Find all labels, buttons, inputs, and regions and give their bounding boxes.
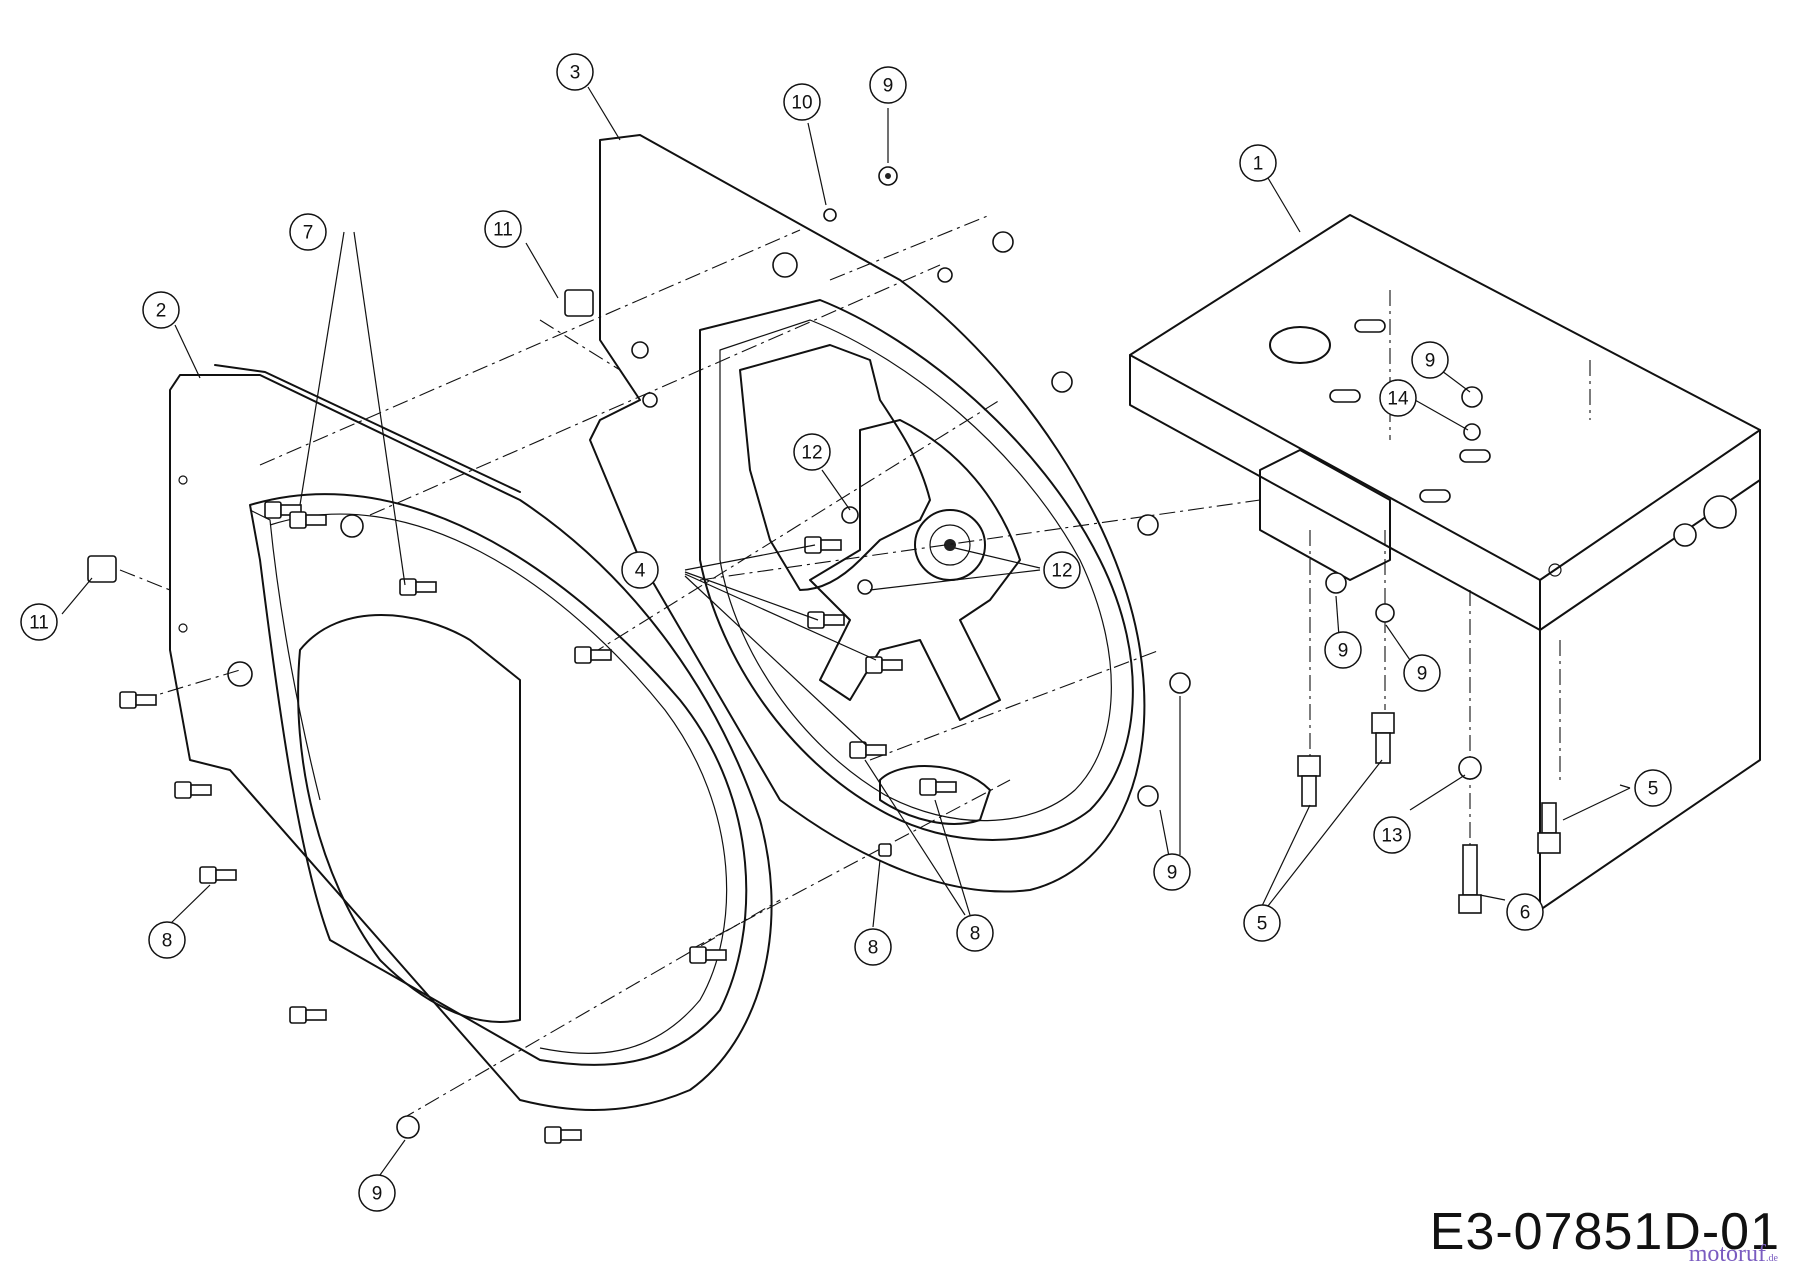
svg-text:2: 2 xyxy=(156,301,167,322)
callout-9b: 9 xyxy=(1411,341,1449,379)
bolt-5a xyxy=(1297,755,1321,807)
callout-11b: 11 xyxy=(20,603,58,641)
callout-3: 3 xyxy=(556,53,594,91)
callout-12b: 12 xyxy=(1043,551,1081,589)
svg-text:5: 5 xyxy=(1648,779,1659,800)
leader-lines xyxy=(61,86,1631,1176)
svg-text:12: 12 xyxy=(801,443,822,464)
alignment-lines xyxy=(119,214,1591,1121)
callout-9f: 9 xyxy=(358,1174,396,1212)
svg-text:8: 8 xyxy=(868,938,879,959)
svg-text:11: 11 xyxy=(29,613,49,634)
watermark-text: motoruf xyxy=(1688,1241,1767,1267)
callout-12a: 12 xyxy=(793,433,831,471)
callout-1: 1 xyxy=(1239,144,1277,182)
callout-8c: 8 xyxy=(956,914,994,952)
svg-text:3: 3 xyxy=(570,63,581,84)
svg-text:5: 5 xyxy=(1257,914,1268,935)
svg-text:12: 12 xyxy=(1051,561,1072,582)
svg-text:9: 9 xyxy=(372,1184,383,1205)
callout-9c: 9 xyxy=(1324,631,1362,669)
fasteners xyxy=(87,166,1561,1144)
svg-text:6: 6 xyxy=(1520,903,1531,924)
part-3-back-plate xyxy=(589,134,1146,893)
svg-text:9: 9 xyxy=(1417,664,1428,685)
callout-13: 13 xyxy=(1373,816,1411,854)
svg-text:7: 7 xyxy=(303,223,314,244)
callout-5b: 5 xyxy=(1634,769,1672,807)
callout-9a: 9 xyxy=(869,66,907,104)
part-2-housing xyxy=(169,364,773,1111)
svg-text:4: 4 xyxy=(635,561,646,582)
svg-text:8: 8 xyxy=(970,924,981,945)
callout-5a: 5 xyxy=(1243,904,1281,942)
callout-10: 10 xyxy=(783,83,821,121)
bolt-6 xyxy=(1458,844,1482,914)
callout-14: 14 xyxy=(1379,379,1417,417)
svg-text:9: 9 xyxy=(1338,641,1349,662)
svg-text:1: 1 xyxy=(1253,154,1264,175)
callout-7: 7 xyxy=(289,213,327,251)
svg-text:10: 10 xyxy=(791,93,812,114)
watermark-logo: motoruf.de xyxy=(1689,1241,1778,1268)
part-1-gearbox-housing xyxy=(1129,214,1761,911)
drawing-code: E3-07851D-01 xyxy=(1429,1203,1780,1261)
svg-text:9: 9 xyxy=(1425,351,1436,372)
svg-text:8: 8 xyxy=(162,931,173,952)
svg-text:9: 9 xyxy=(1167,863,1178,884)
callout-9e: 9 xyxy=(1153,853,1191,891)
callout-11a: 11 xyxy=(484,210,522,248)
callouts: 1 2 3 4 5 5 6 7 8 8 8 9 9 9 9 9 9 10 11 … xyxy=(20,53,1672,1212)
callout-6: 6 xyxy=(1506,893,1544,931)
bolt-5b xyxy=(1371,712,1395,764)
watermark-suffix: .de xyxy=(1766,1253,1778,1264)
callout-2: 2 xyxy=(142,291,180,329)
svg-text:11: 11 xyxy=(493,220,513,241)
callout-8a: 8 xyxy=(148,921,186,959)
callout-4: 4 xyxy=(621,551,659,589)
svg-text:9: 9 xyxy=(883,76,894,97)
callout-9d: 9 xyxy=(1403,654,1441,692)
svg-text:13: 13 xyxy=(1381,826,1402,847)
bolt-5c xyxy=(1537,802,1561,854)
callout-8b: 8 xyxy=(854,928,892,966)
svg-text:14: 14 xyxy=(1387,389,1409,410)
